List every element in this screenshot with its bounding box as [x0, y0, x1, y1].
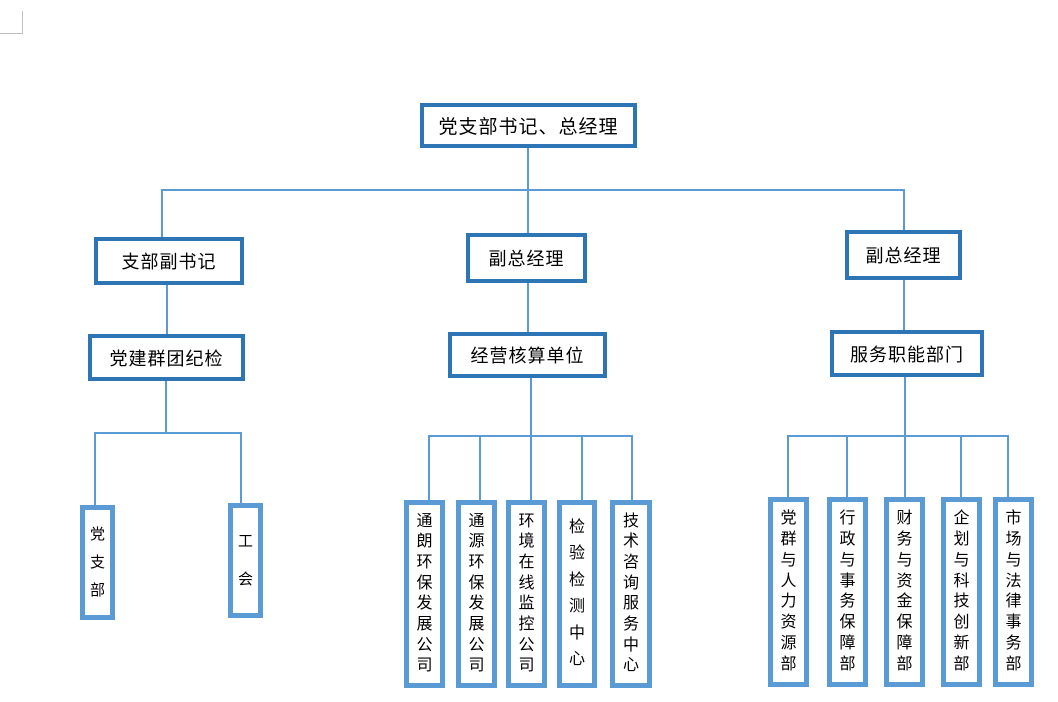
- connector-unit-1-3: [581, 435, 583, 500]
- connector-division-0-drop: [165, 381, 167, 433]
- org-box-manager-2: 副总经理: [845, 230, 962, 280]
- connector-root-drop: [527, 148, 529, 190]
- connector-unit-2-1: [846, 435, 848, 497]
- connector-manager-division-1: [527, 283, 529, 332]
- org-box-division-2-label: 服务职能部门: [850, 344, 964, 365]
- connector-division-1-drop: [530, 378, 532, 436]
- connector-unit-0-0: [94, 432, 96, 505]
- org-box-unit-1-3: 检验检测中心: [557, 500, 597, 688]
- connector-drop-branch-0: [161, 189, 163, 237]
- org-box-division-0: 党建群团纪检: [88, 334, 245, 381]
- org-box-root-label: 党支部书记、总经理: [438, 117, 619, 138]
- connector-drop-branch-2: [903, 189, 905, 230]
- org-box-unit-2-3: 企划与科技创新部: [941, 497, 982, 687]
- connector-unit-1-4: [631, 435, 633, 500]
- connector-unit-1-0: [428, 435, 430, 500]
- org-box-unit-1-1: 通源环保发展公司: [456, 500, 497, 688]
- org-box-root: 党支部书记、总经理: [420, 103, 637, 148]
- org-box-unit-1-0: 通朗环保发展公司: [404, 500, 445, 688]
- org-box-unit-0-1: 工会: [228, 503, 263, 618]
- connector-unit-2-2: [904, 435, 906, 497]
- page-corner-mark-vertical: [22, 11, 23, 34]
- connector-manager-division-0: [166, 285, 168, 334]
- connector-unit-2-4: [1007, 435, 1009, 497]
- org-box-unit-2-1: 行政与事务保障部: [827, 497, 868, 687]
- connector-branch-2-bus: [787, 435, 1009, 437]
- org-box-manager-0: 支部副书记: [94, 237, 244, 285]
- org-box-unit-1-2: 环境在线监控公司: [506, 500, 547, 688]
- connector-unit-0-1: [240, 432, 242, 503]
- connector-drop-branch-1: [527, 189, 529, 233]
- org-box-unit-0-0: 党支部: [80, 505, 115, 620]
- connector-unit-1-2: [530, 435, 532, 500]
- org-box-manager-1: 副总经理: [466, 233, 587, 283]
- connector-unit-2-3: [960, 435, 962, 497]
- org-box-division-0-label: 党建群团纪检: [109, 348, 224, 369]
- connector-manager-division-2: [903, 280, 905, 330]
- org-box-unit-2-4: 市场与法律事务部: [993, 497, 1034, 687]
- connector-unit-2-0: [787, 435, 789, 497]
- org-box-division-1-label: 经营核算单位: [470, 346, 585, 366]
- page-corner-mark-horizontal: [0, 33, 23, 34]
- connector-level2-bus: [161, 189, 905, 191]
- org-box-division-2: 服务职能部门: [830, 330, 984, 377]
- org-box-unit-2-2: 财务与资金保障部: [884, 497, 925, 687]
- connector-division-2-drop: [904, 377, 906, 436]
- org-box-manager-2-label: 副总经理: [865, 246, 942, 266]
- org-box-unit-2-0: 党群与人力资源部: [768, 497, 809, 687]
- connector-branch-0-bus: [94, 432, 242, 434]
- org-box-unit-1-4: 技术咨询服务中心: [610, 500, 652, 688]
- org-box-manager-1-label: 副总经理: [488, 249, 565, 269]
- org-box-division-1: 经营核算单位: [448, 332, 607, 378]
- connector-unit-1-1: [479, 435, 481, 500]
- org-box-manager-0-label: 支部副书记: [121, 252, 217, 272]
